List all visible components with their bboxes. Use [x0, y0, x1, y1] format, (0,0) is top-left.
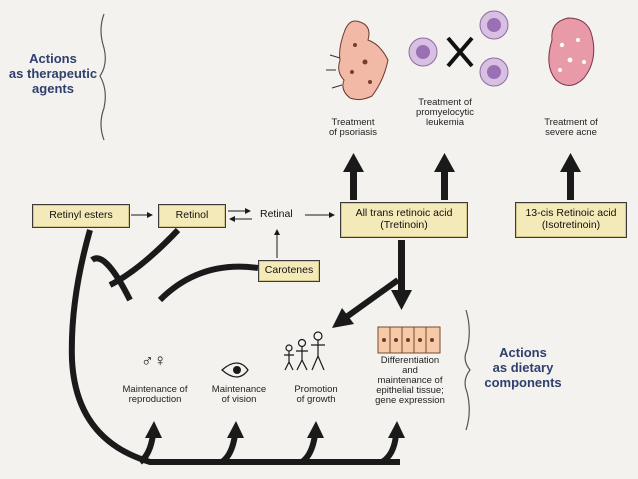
- label-growth-line1: Promotion: [294, 384, 338, 395]
- label-epithelial-line1: Differentiation: [380, 355, 440, 366]
- label-acne: Treatment of severe acne: [535, 118, 607, 138]
- label-epithelial-line2: and: [402, 364, 418, 376]
- flow-curve-retinol: [108, 227, 181, 288]
- label-acne-line2: severe acne: [545, 126, 597, 138]
- therapeutic-heading: Actions as therapeutic agents: [8, 51, 98, 97]
- label-reproduction-line2: reproduction: [128, 393, 182, 405]
- label-vision-line1: Maintenance: [211, 384, 267, 395]
- flow-curve-carotenes: [157, 263, 259, 303]
- dietary-heading: Actions as dietary components: [482, 345, 564, 391]
- acne-face-icon: [548, 17, 595, 86]
- therapeutic-heading-line2: as therapeutic: [8, 65, 98, 81]
- eye-icon: [221, 362, 249, 378]
- thick-arrow-acne: [560, 153, 581, 200]
- therapeutic-heading-line3: agents: [32, 80, 74, 96]
- flow-curve-main: [68, 229, 400, 465]
- label-psoriasis-line1: Treatment: [331, 117, 375, 128]
- sex-symbols-text: ♂♀: [141, 351, 167, 370]
- thick-arrow-psoriasis: [343, 153, 364, 200]
- arrow-up-growth: [300, 421, 324, 465]
- label-growth-line2: of growth: [296, 393, 336, 405]
- box-13-cis-line1: 13-cis Retinoic acid: [525, 207, 617, 220]
- box-retinol-label: Retinol: [175, 209, 209, 222]
- label-epithelial-line3: maintenance of: [377, 374, 443, 386]
- epithelial-cells-icon: [377, 326, 441, 354]
- box-13-cis-retinoic-acid: 13-cis Retinoic acid (Isotretinoin): [515, 202, 627, 238]
- label-reproduction: Maintenance of reproduction: [114, 385, 196, 405]
- label-epithelial-line4: epithelial tissue;: [376, 384, 444, 396]
- therapeutic-brace: [99, 13, 106, 141]
- flow-curve-split: [90, 255, 133, 302]
- arrow-up-epithelial: [380, 421, 405, 465]
- arrow-acid-to-growth: [332, 277, 400, 328]
- dietary-heading-line3: components: [484, 374, 562, 390]
- label-retinal-text: Retinal: [260, 208, 293, 220]
- cross-icon: [446, 36, 474, 68]
- box-retinol: Retinol: [158, 204, 226, 228]
- label-psoriasis: Treatment of psoriasis: [321, 118, 385, 138]
- dietary-heading-line2: as dietary: [492, 359, 554, 375]
- box-carotenes-label: Carotenes: [264, 264, 314, 277]
- box-carotenes: Carotenes: [258, 260, 320, 282]
- arrow-up-vision: [220, 421, 244, 465]
- stick-figures-icon: [284, 331, 325, 371]
- label-vision-line2: of vision: [221, 393, 257, 405]
- psoriasis-body-icon: [326, 20, 389, 101]
- label-growth: Promotion of growth: [286, 385, 346, 405]
- label-leukemia-line1: Treatment of: [418, 97, 472, 108]
- label-acne-line1: Treatment of: [544, 117, 598, 128]
- label-leukemia-line3: leukemia: [425, 116, 465, 128]
- label-epithelial: Differentiation and maintenance of epith…: [362, 356, 458, 406]
- dietary-heading-line1: Actions: [499, 345, 547, 360]
- blood-cell-icon: [408, 10, 509, 87]
- sex-symbols-icon: ♂♀: [141, 352, 167, 370]
- arrow-acid-down: [391, 240, 412, 310]
- label-leukemia-line2: promyelocytic: [415, 106, 475, 118]
- label-vision: Maintenance of vision: [204, 385, 274, 405]
- dietary-brace: [464, 309, 471, 431]
- label-reproduction-line1: Maintenance of: [122, 384, 188, 395]
- box-retinyl-esters-label: Retinyl esters: [49, 209, 113, 222]
- therapeutic-heading-line1: Actions: [29, 51, 77, 66]
- box-all-trans-retinoic-acid: All trans retinoic acid (Tretinoin): [340, 202, 468, 238]
- label-leukemia: Treatment of promyelocytic leukemia: [407, 98, 483, 128]
- box-all-trans-line1: All trans retinoic acid: [355, 207, 453, 220]
- arrow-up-reproduction: [138, 421, 162, 465]
- label-epithelial-line5: gene expression: [375, 394, 445, 406]
- box-retinyl-esters: Retinyl esters: [32, 204, 130, 228]
- box-13-cis-line2: (Isotretinoin): [541, 219, 601, 231]
- label-retinal: Retinal: [260, 208, 293, 220]
- label-psoriasis-line2: of psoriasis: [328, 126, 378, 138]
- box-all-trans-line2: (Tretinoin): [380, 219, 428, 231]
- thick-arrow-leukemia: [434, 153, 455, 200]
